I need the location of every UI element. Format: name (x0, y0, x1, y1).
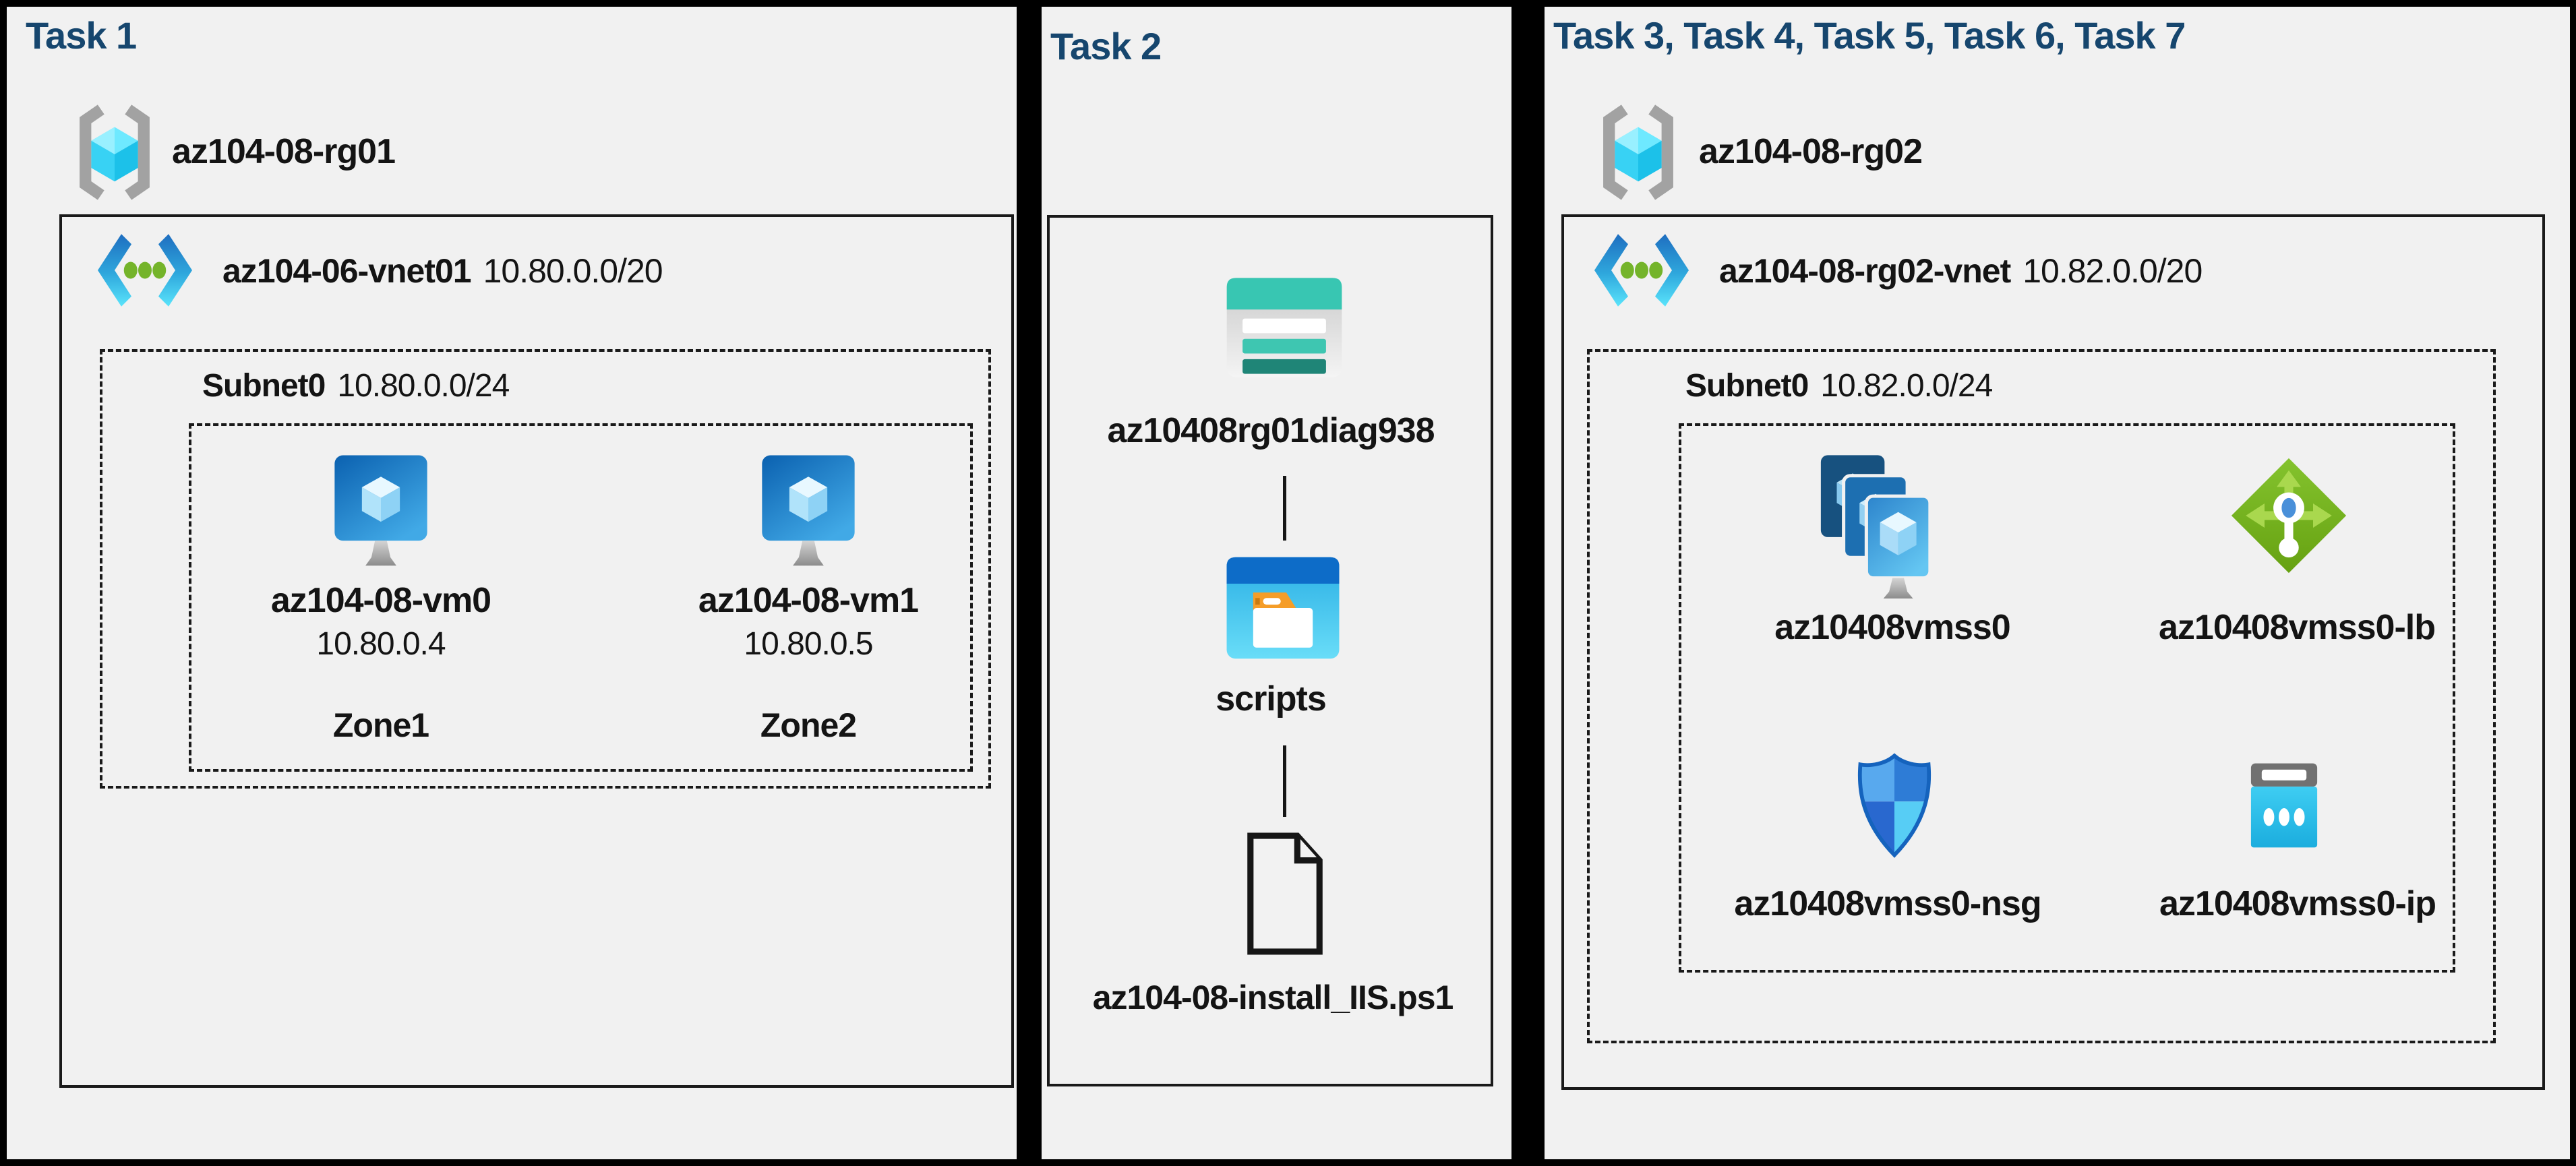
script-file-label: az104-08-install_IIS.ps1 (1092, 979, 1454, 1016)
file-icon (1247, 832, 1323, 955)
subnet-cidr: 10.80.0.0/24 (337, 368, 510, 404)
resource-group-icon (80, 104, 150, 200)
vm-zone-label: Zone2 (760, 706, 857, 744)
vnet-cidr: 10.82.0.0/20 (2023, 252, 2203, 290)
task2-box (1047, 215, 1493, 1086)
panel-task3-7: Task 3, Task 4, Task 5, Task 6, Task 7 a… (1545, 7, 2570, 1159)
vnet-name: az104-08-rg02-vnet (1719, 252, 2011, 290)
storage-account-label: az10408rg01diag938 (1107, 411, 1435, 450)
virtual-machine-icon (762, 455, 855, 566)
subnet-box-task1 (100, 349, 991, 789)
resource-group-label: az104-08-rg01 (172, 132, 396, 171)
availability-zones-box (189, 423, 973, 772)
vm-scale-set-icon (1820, 455, 1932, 599)
resource-group-label: az104-08-rg02 (1699, 132, 1923, 171)
task1-title: Task 1 (26, 14, 137, 57)
subnet-name: Subnet0 (1685, 368, 1809, 404)
resource-group-icon (1603, 104, 1673, 200)
connector-line (1283, 745, 1286, 817)
task3-title: Task 3, Task 4, Task 5, Task 6, Task 7 (1553, 14, 2186, 57)
vm-name-label: az104-08-vm0 (270, 581, 491, 620)
vnet-label: az104-08-rg02-vnet 10.82.0.0/20 (1719, 252, 2203, 291)
vnet-cidr: 10.80.0.0/20 (483, 252, 663, 290)
subnet-label: Subnet0 10.82.0.0/24 (1685, 367, 1993, 404)
vnet-box-task3 (1561, 214, 2545, 1090)
subnet-name: Subnet0 (202, 368, 326, 404)
panel-task2: Task 2 az10408rg01diag938 scripts az104-… (1042, 7, 1511, 1159)
vmss-label: az10408vmss0 (1774, 608, 2010, 647)
storage-account-icon (1226, 278, 1342, 377)
load-balancer-icon (2231, 458, 2347, 574)
nsg-label: az10408vmss0-nsg (1734, 884, 2041, 923)
vm-zone-label: Zone1 (332, 706, 429, 744)
vm-name-label: az104-08-vm1 (698, 581, 919, 620)
vnet-box-task1 (59, 214, 1014, 1088)
connector-line (1283, 476, 1286, 541)
public-ip-label: az10408vmss0-ip (2159, 884, 2436, 923)
container-label: scripts (1216, 679, 1327, 718)
blob-container-icon (1226, 557, 1340, 659)
virtual-network-icon (1594, 234, 1689, 307)
public-ip-icon (2250, 763, 2318, 848)
panel-task1: Task 1 az104-08-rg01 az104-06-vnet01 10.8… (7, 7, 1017, 1159)
load-balancer-label: az10408vmss0-lb (2159, 608, 2436, 647)
vmss-resources-box (1679, 423, 2455, 973)
network-security-group-icon (1857, 753, 1931, 858)
vm-ip-label: 10.80.0.5 (744, 626, 873, 662)
vnet-label: az104-06-vnet01 10.80.0.0/20 (222, 252, 663, 291)
virtual-machine-icon (334, 455, 427, 566)
virtual-network-icon (98, 234, 192, 307)
subnet-cidr: 10.82.0.0/24 (1820, 368, 1993, 404)
vm-ip-label: 10.80.0.4 (316, 626, 446, 662)
vnet-name: az104-06-vnet01 (222, 252, 472, 290)
subnet-label: Subnet0 10.80.0.0/24 (202, 367, 510, 404)
subnet-box-task3 (1587, 349, 2496, 1043)
task2-title: Task 2 (1050, 25, 1162, 67)
